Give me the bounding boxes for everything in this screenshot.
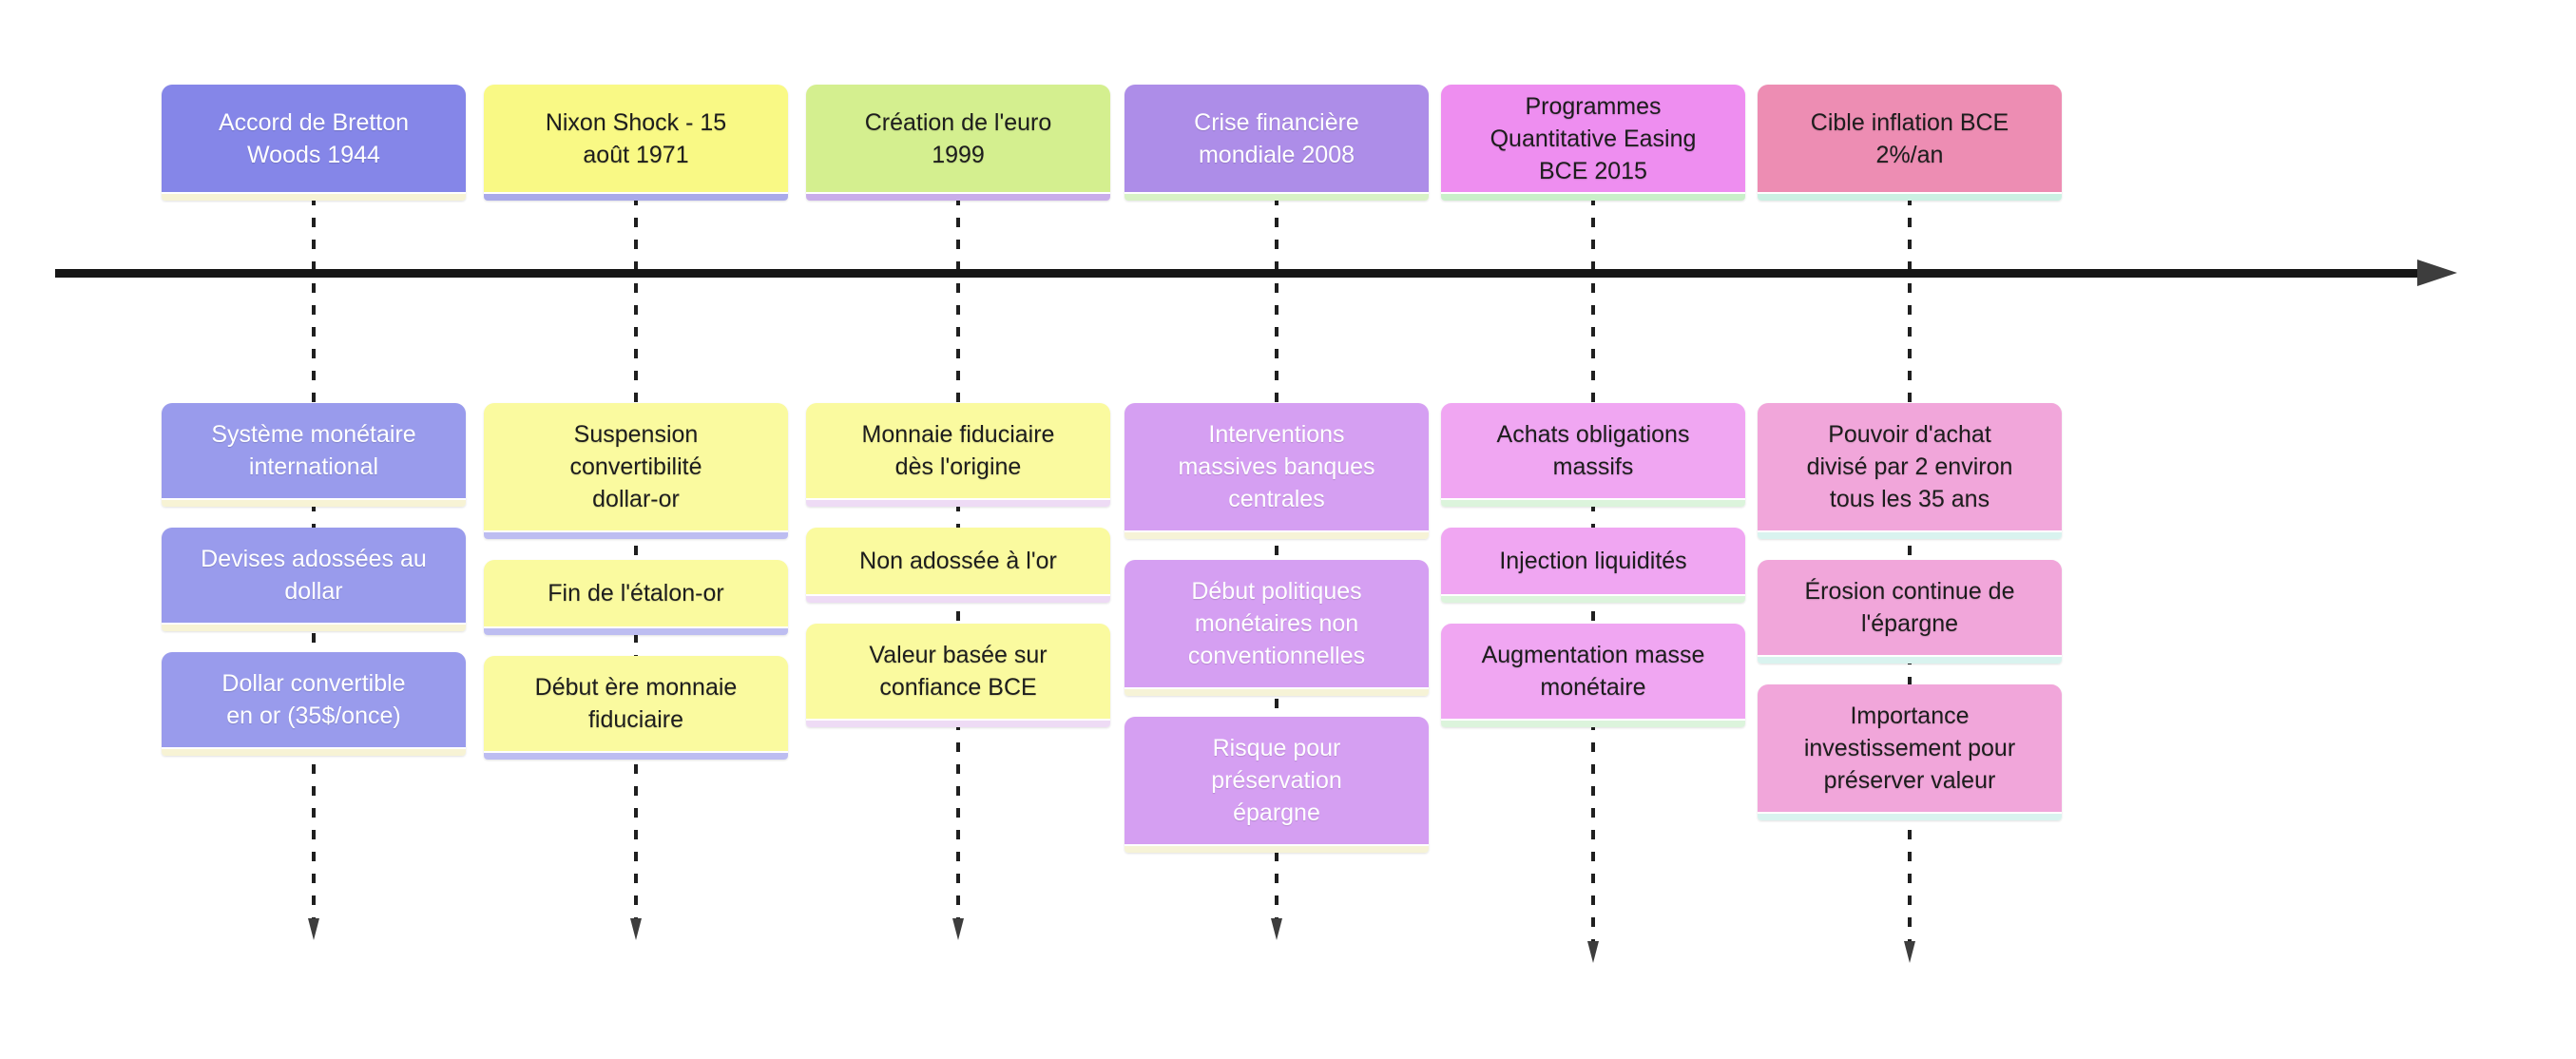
timeline-event-stack: Système monétaire international Devises … xyxy=(162,403,466,756)
timeline-event-text: Monnaie fiduciaire dès l'origine xyxy=(806,403,1110,498)
timeline-event-card: Achats obligations massifs xyxy=(1441,403,1745,507)
card-bottom-strip xyxy=(162,192,466,201)
card-bottom-strip xyxy=(1758,192,2062,201)
timeline-period-title: Nixon Shock - 15 août 1971 xyxy=(484,85,788,192)
timeline-event-stack: Interventions massives banques centrales… xyxy=(1125,403,1429,853)
timeline-event-text: Non adossée à l'or xyxy=(806,528,1110,594)
timeline-period-title: Cible inflation BCE 2%/an xyxy=(1758,85,2062,192)
timeline-axis-line xyxy=(55,269,2419,278)
timeline-event-card: Importance investissement pour préserver… xyxy=(1758,684,2062,820)
card-bottom-strip xyxy=(1758,812,2062,820)
timeline-event-card: Injection liquidités xyxy=(1441,528,1745,603)
timeline-column: Accord de Bretton Woods 1944 Système mon… xyxy=(162,0,466,1059)
card-bottom-strip xyxy=(1441,719,1745,727)
card-bottom-strip xyxy=(1441,498,1745,507)
down-arrowhead-icon xyxy=(308,918,319,940)
timeline-event-text: Interventions massives banques centrales xyxy=(1125,403,1429,530)
card-bottom-strip xyxy=(1758,655,2062,664)
card-bottom-strip xyxy=(484,530,788,539)
timeline-period-card: Crise financière mondiale 2008 xyxy=(1125,85,1429,201)
timeline-period-card: Programmes Quantitative Easing BCE 2015 xyxy=(1441,85,1745,201)
timeline-event-text: Injection liquidités xyxy=(1441,528,1745,594)
timeline-event-card: Dollar convertible en or (35$/once) xyxy=(162,652,466,756)
card-bottom-strip xyxy=(162,747,466,756)
timeline-column: Création de l'euro 1999 Monnaie fiduciai… xyxy=(806,0,1110,1059)
card-bottom-strip xyxy=(162,498,466,507)
dashed-connector-line xyxy=(1275,196,1278,918)
timeline-event-card: Risque pour préservation épargne xyxy=(1125,717,1429,853)
timeline-event-text: Suspension convertibilité dollar-or xyxy=(484,403,788,530)
timeline-event-stack: Monnaie fiduciaire dès l'origine Non ado… xyxy=(806,403,1110,727)
down-arrowhead-icon xyxy=(1271,918,1282,940)
timeline-column: Cible inflation BCE 2%/an Pouvoir d'acha… xyxy=(1758,0,2062,1059)
timeline-period-title: Programmes Quantitative Easing BCE 2015 xyxy=(1441,85,1745,192)
card-bottom-strip xyxy=(484,751,788,760)
timeline-period-title: Création de l'euro 1999 xyxy=(806,85,1110,192)
timeline-event-card: Système monétaire international xyxy=(162,403,466,507)
card-bottom-strip xyxy=(806,594,1110,603)
timeline-event-text: Début politiques monétaires non conventi… xyxy=(1125,560,1429,687)
timeline-period-card: Cible inflation BCE 2%/an xyxy=(1758,85,2062,201)
timeline-axis-arrowhead-icon xyxy=(2417,260,2457,286)
card-bottom-strip xyxy=(1125,687,1429,696)
card-bottom-strip xyxy=(1441,594,1745,603)
timeline-event-text: Importance investissement pour préserver… xyxy=(1758,684,2062,812)
timeline-event-card: Début ère monnaie fiduciaire xyxy=(484,656,788,760)
timeline-period-card: Création de l'euro 1999 xyxy=(806,85,1110,201)
timeline-period-card: Nixon Shock - 15 août 1971 xyxy=(484,85,788,201)
timeline-event-card: Érosion continue de l'épargne xyxy=(1758,560,2062,664)
card-bottom-strip xyxy=(1125,844,1429,853)
timeline-event-card: Interventions massives banques centrales xyxy=(1125,403,1429,539)
timeline-event-stack: Achats obligations massifs Injection liq… xyxy=(1441,403,1745,727)
timeline-event-card: Début politiques monétaires non conventi… xyxy=(1125,560,1429,696)
down-arrowhead-icon xyxy=(630,918,642,940)
timeline-event-stack: Pouvoir d'achat divisé par 2 environ tou… xyxy=(1758,403,2062,820)
timeline-event-text: Augmentation masse monétaire xyxy=(1441,624,1745,719)
timeline-event-text: Devises adossées au dollar xyxy=(162,528,466,623)
timeline-event-card: Pouvoir d'achat divisé par 2 environ tou… xyxy=(1758,403,2062,539)
down-arrowhead-icon xyxy=(952,918,964,940)
timeline-event-text: Fin de l'étalon-or xyxy=(484,560,788,626)
timeline-event-text: Début ère monnaie fiduciaire xyxy=(484,656,788,751)
timeline-period-title: Accord de Bretton Woods 1944 xyxy=(162,85,466,192)
timeline-event-text: Valeur basée sur confiance BCE xyxy=(806,624,1110,719)
down-arrowhead-icon xyxy=(1587,941,1599,963)
timeline-column: Programmes Quantitative Easing BCE 2015 … xyxy=(1441,0,1745,1059)
timeline-event-text: Érosion continue de l'épargne xyxy=(1758,560,2062,655)
card-bottom-strip xyxy=(806,719,1110,727)
timeline-event-text: Dollar convertible en or (35$/once) xyxy=(162,652,466,747)
timeline-event-card: Valeur basée sur confiance BCE xyxy=(806,624,1110,727)
card-bottom-strip xyxy=(1125,192,1429,201)
timeline-event-card: Non adossée à l'or xyxy=(806,528,1110,603)
timeline-event-text: Pouvoir d'achat divisé par 2 environ tou… xyxy=(1758,403,2062,530)
timeline-event-text: Achats obligations massifs xyxy=(1441,403,1745,498)
card-bottom-strip xyxy=(162,623,466,631)
timeline-column: Nixon Shock - 15 août 1971 Suspension co… xyxy=(484,0,788,1059)
card-bottom-strip xyxy=(806,192,1110,201)
card-bottom-strip xyxy=(806,498,1110,507)
card-bottom-strip xyxy=(1125,530,1429,539)
timeline-column: Crise financière mondiale 2008 Intervent… xyxy=(1125,0,1429,1059)
dashed-connector-line xyxy=(634,196,638,918)
card-bottom-strip xyxy=(1758,530,2062,539)
card-bottom-strip xyxy=(1441,192,1745,201)
timeline-event-text: Système monétaire international xyxy=(162,403,466,498)
timeline-period-card: Accord de Bretton Woods 1944 xyxy=(162,85,466,201)
timeline-event-stack: Suspension convertibilité dollar-or Fin … xyxy=(484,403,788,760)
card-bottom-strip xyxy=(484,192,788,201)
timeline-event-card: Fin de l'étalon-or xyxy=(484,560,788,635)
timeline-period-title: Crise financière mondiale 2008 xyxy=(1125,85,1429,192)
timeline-event-card: Augmentation masse monétaire xyxy=(1441,624,1745,727)
down-arrowhead-icon xyxy=(1904,941,1915,963)
timeline-event-card: Suspension convertibilité dollar-or xyxy=(484,403,788,539)
timeline-event-card: Monnaie fiduciaire dès l'origine xyxy=(806,403,1110,507)
card-bottom-strip xyxy=(484,626,788,635)
timeline-event-text: Risque pour préservation épargne xyxy=(1125,717,1429,844)
timeline-event-card: Devises adossées au dollar xyxy=(162,528,466,631)
